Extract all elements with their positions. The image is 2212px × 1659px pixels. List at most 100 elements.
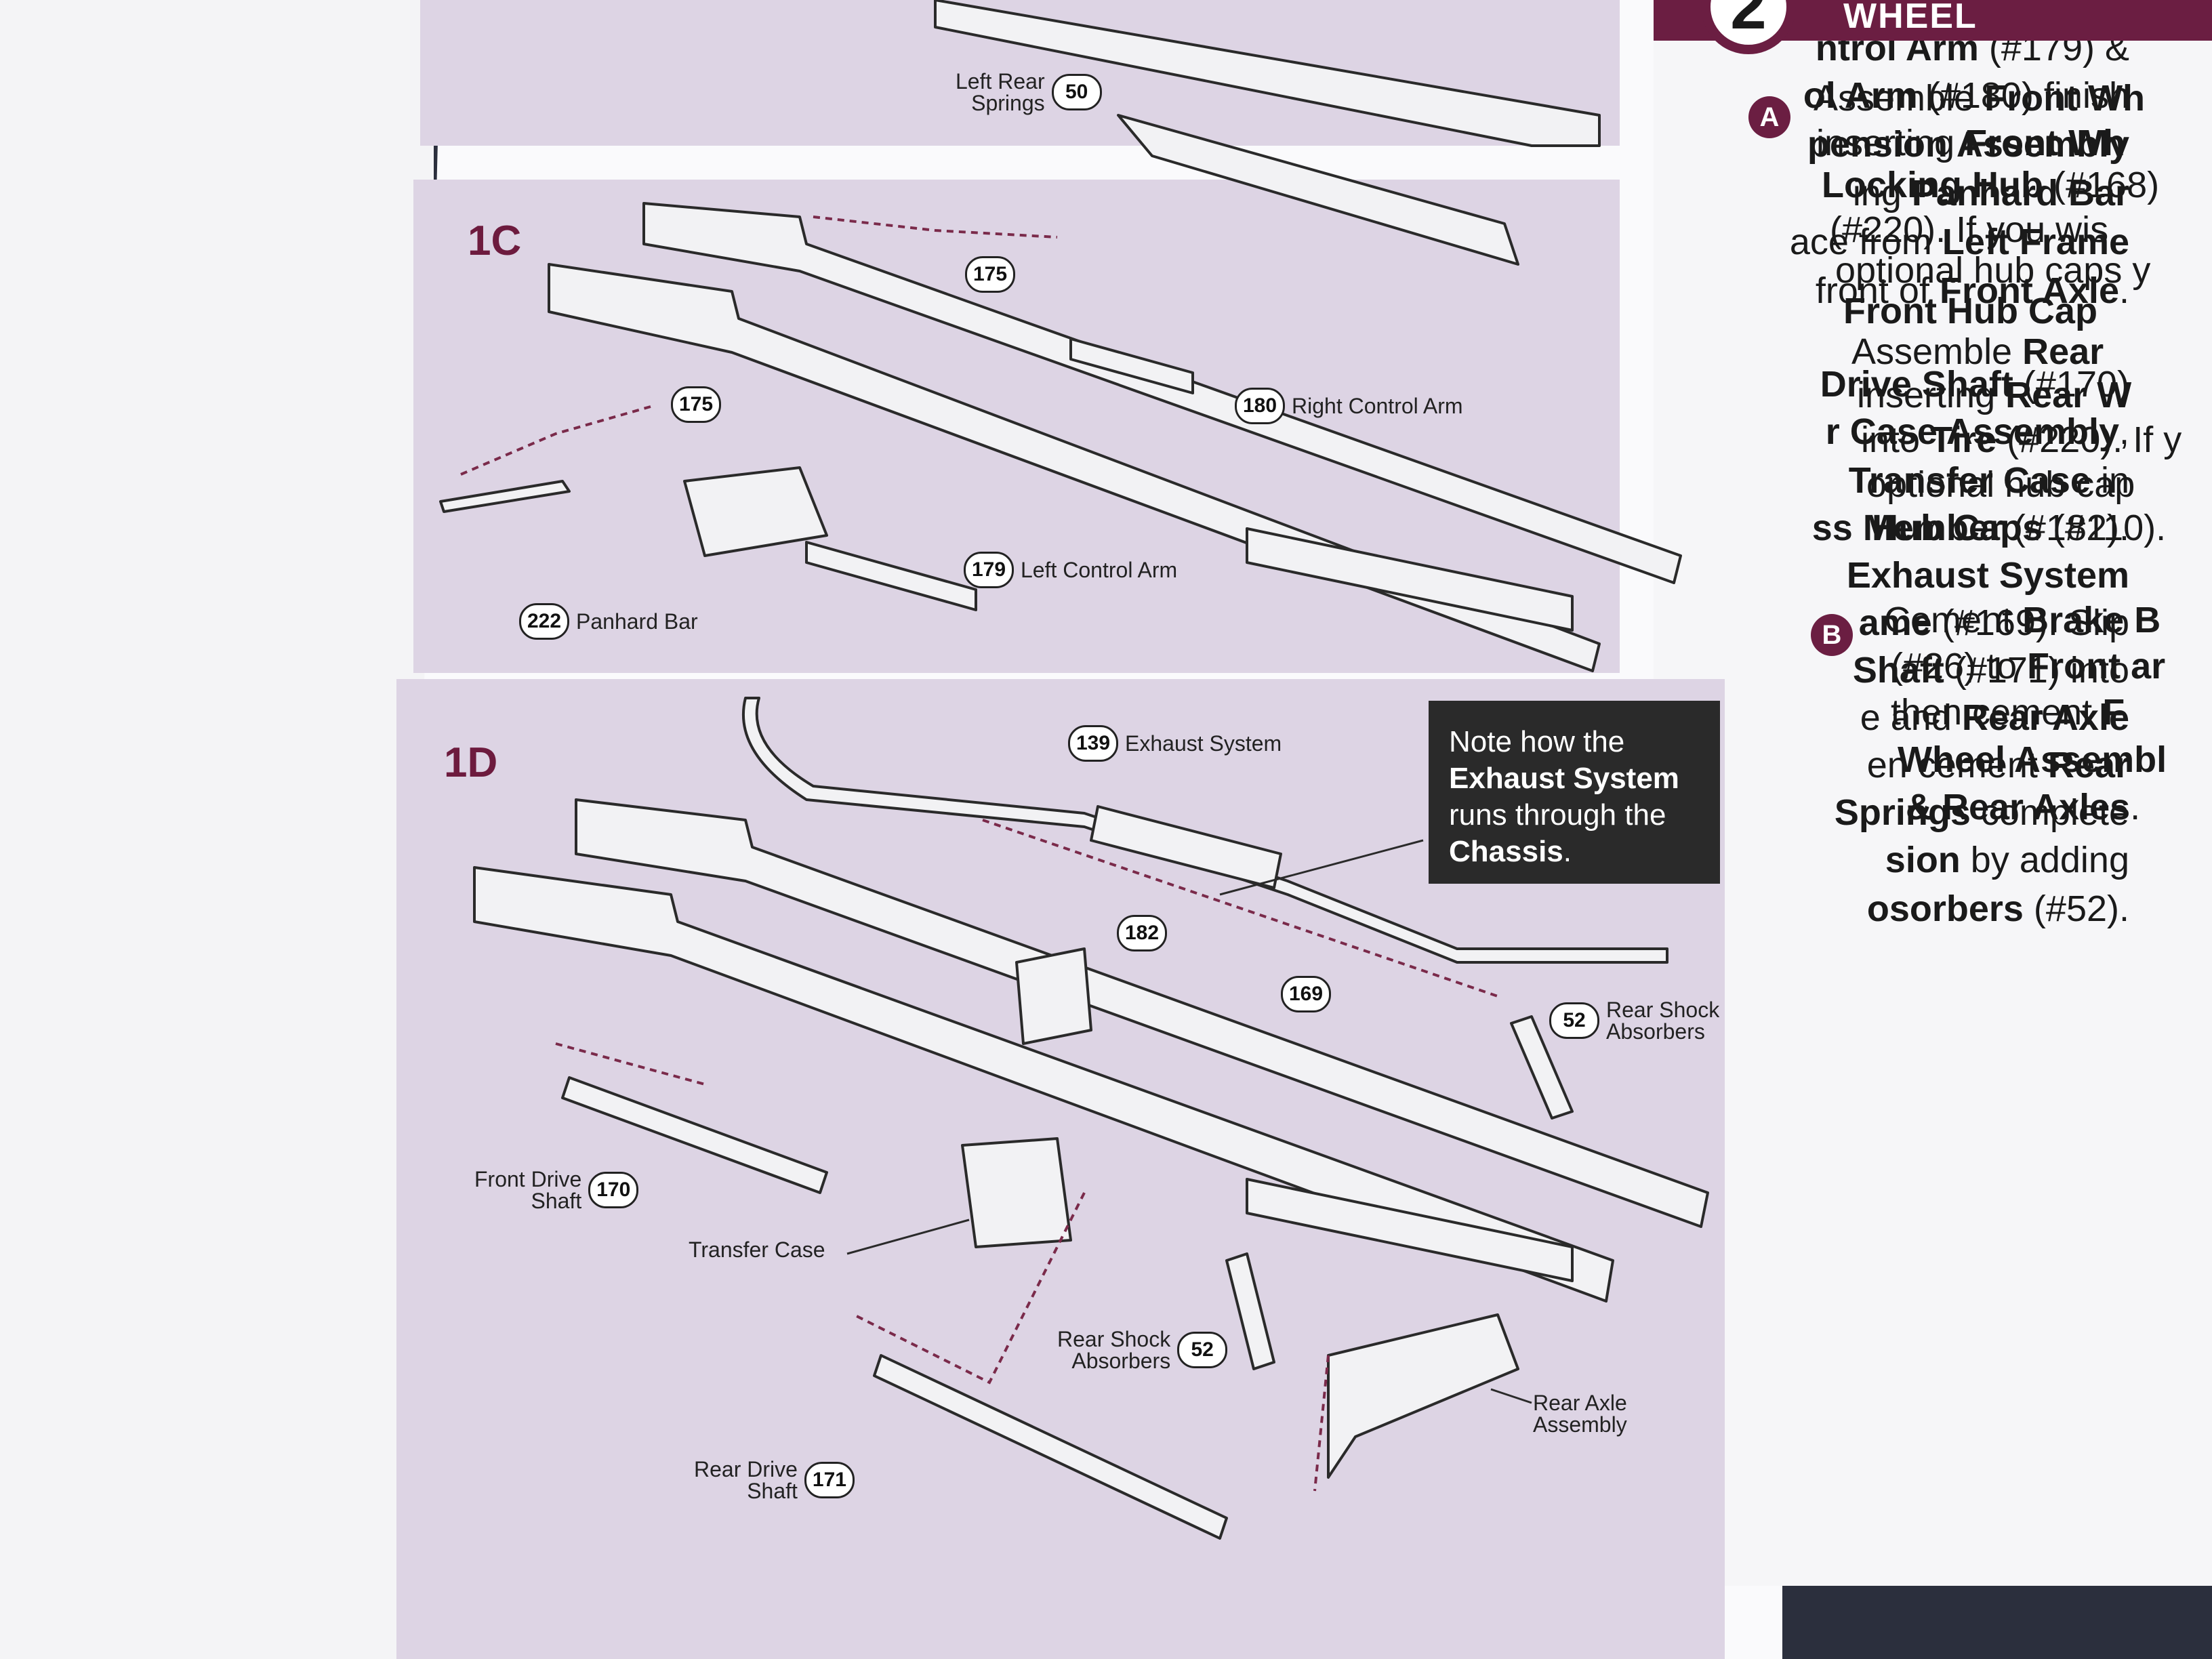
text-segment: Panhard Bar	[1911, 173, 2129, 213]
text-segment: (#182).	[2003, 508, 2129, 548]
text-line: Transfer Case in	[1849, 457, 2129, 504]
part-label-line: Rear Shock	[1606, 998, 1720, 1022]
text-segment: ol Arm	[1803, 75, 1918, 116]
text-segment: ss Member	[1811, 508, 2003, 548]
part-label-line: Shaft	[531, 1189, 582, 1213]
text-segment: ame	[1858, 602, 1932, 643]
text-segment: Rear	[2022, 331, 2104, 372]
part-label-line: Right Control Arm	[1292, 394, 1463, 418]
text-segment: optional hub caps y	[1835, 250, 2151, 291]
badge-a: A	[1748, 96, 1790, 138]
badge-b: B	[1811, 614, 1853, 656]
text-line: optional hub cap	[1866, 461, 2135, 508]
text-segment: Front Wh	[1984, 78, 2146, 119]
part-number-badge: 139	[1068, 725, 1118, 762]
text-segment: Wheel Assembl	[1898, 739, 2167, 780]
text-segment: Front Hub Cap	[1843, 291, 2097, 331]
text-segment: Front Axle	[1939, 270, 2119, 311]
right-page	[1654, 0, 2212, 1586]
text-line: Drive Shaft (#170)	[1820, 361, 2129, 408]
text-segment: Brake B	[2022, 600, 2161, 640]
part-number-badge: 222	[519, 603, 569, 640]
left-page	[0, 0, 434, 1659]
step-label-1d: 1D	[444, 739, 498, 786]
text-line: Exhaust System	[1847, 552, 2129, 599]
part-number-badge: 175	[965, 256, 1015, 293]
label-transfer-case: Transfer Case	[689, 1237, 825, 1262]
text-segment: Locking Hub	[1822, 165, 2043, 205]
callout-cross-member: 182	[1117, 915, 1167, 951]
part-label-line: Exhaust System	[1125, 731, 1282, 756]
step-header-title: WHEEL	[1843, 0, 1978, 36]
text-segment: by adding	[1960, 840, 2129, 880]
text-line: ss Member (#182).	[1812, 504, 2129, 552]
text-segment: Drive Shaft	[1820, 364, 2013, 405]
text-segment: front of	[1815, 270, 1940, 311]
text-line: ing Panhard Bar	[1853, 169, 2129, 217]
text-segment: (#110).	[2043, 508, 2167, 548]
text-line: Assemble Front Wh	[1814, 75, 2145, 122]
part-label-line: Springs	[971, 91, 1045, 115]
text-segment: & Rear Axles	[1906, 787, 2131, 827]
text-line: Wheel Assembl	[1898, 736, 2167, 783]
part-number-badge: 182	[1117, 915, 1167, 951]
text-line: e and Rear Axle	[1860, 694, 2129, 741]
text-line: Cement Brake B	[1884, 596, 2160, 644]
callout-frame: 169	[1281, 976, 1331, 1012]
part-label-line: Front Drive	[474, 1167, 582, 1191]
text-segment: Tire	[1930, 419, 1997, 460]
text-line: en cement Rear	[1867, 741, 2129, 789]
text-segment: Rear W	[2005, 375, 2132, 415]
text-line: & Rear Axles.	[1906, 783, 2140, 831]
part-label-line: Absorbers	[1071, 1349, 1171, 1373]
part-number-badge: 180	[1235, 388, 1285, 424]
text-segment: .	[2118, 270, 2129, 311]
text-line: inserting Front Wh	[1816, 119, 2125, 167]
text-segment: (#169). Slip	[1931, 602, 2129, 643]
label-rear-axle: Rear Axle Assembly	[1533, 1391, 1627, 1437]
part-label-line: Left Control Arm	[1021, 558, 1178, 582]
text-segment: Front Wh	[1965, 123, 2126, 163]
text-segment: (#170)	[2013, 364, 2129, 405]
text-line: Hub Caps (#110).	[1872, 504, 2166, 552]
part-number-badge: 52	[1177, 1332, 1228, 1368]
step-label-1c: 1C	[468, 218, 522, 264]
part-number-badge: 175	[671, 386, 721, 423]
part-label: Exhaust System	[1125, 733, 1282, 754]
part-number-badge: 179	[964, 552, 1014, 588]
text-segment: Cement	[1884, 600, 2023, 640]
text-line: osorbers (#52).	[1867, 885, 2129, 933]
callout-right-control-arm: 180 Right Control Arm	[1235, 388, 1463, 424]
text-segment: (#220). If y	[1996, 419, 2182, 460]
text-segment: optional hub cap	[1866, 464, 2135, 505]
text-segment: e and	[1860, 697, 1962, 738]
text-segment: (#171) into	[1944, 650, 2129, 691]
text-segment: Front ar	[2027, 646, 2166, 687]
text-segment: ,	[2118, 411, 2129, 452]
text-segment: pension Assembly	[1807, 124, 2129, 165]
part-label-line: Shaft	[747, 1479, 798, 1503]
text-segment: Transfer Case	[1848, 460, 2091, 501]
text-segment: into	[1861, 419, 1931, 460]
text-segment: ing	[1852, 173, 1912, 213]
text-line: inserting Rear W	[1857, 371, 2131, 419]
text-line: sion by adding	[1885, 836, 2129, 884]
panel-step-1c	[413, 180, 1620, 673]
text-segment: (#180) finish	[1917, 75, 2129, 116]
text-segment: Assemble	[1851, 331, 2023, 372]
text-segment: sion	[1885, 840, 1961, 880]
text-segment: Exhaust System	[1846, 555, 2129, 596]
callout-exhaust-system: 139 Exhaust System	[1068, 725, 1282, 762]
text-segment: Shaft	[1852, 650, 1944, 691]
text-segment: (#52).	[2023, 888, 2129, 929]
text-segment: in	[2090, 460, 2129, 501]
part-label: Panhard Bar	[576, 611, 698, 632]
